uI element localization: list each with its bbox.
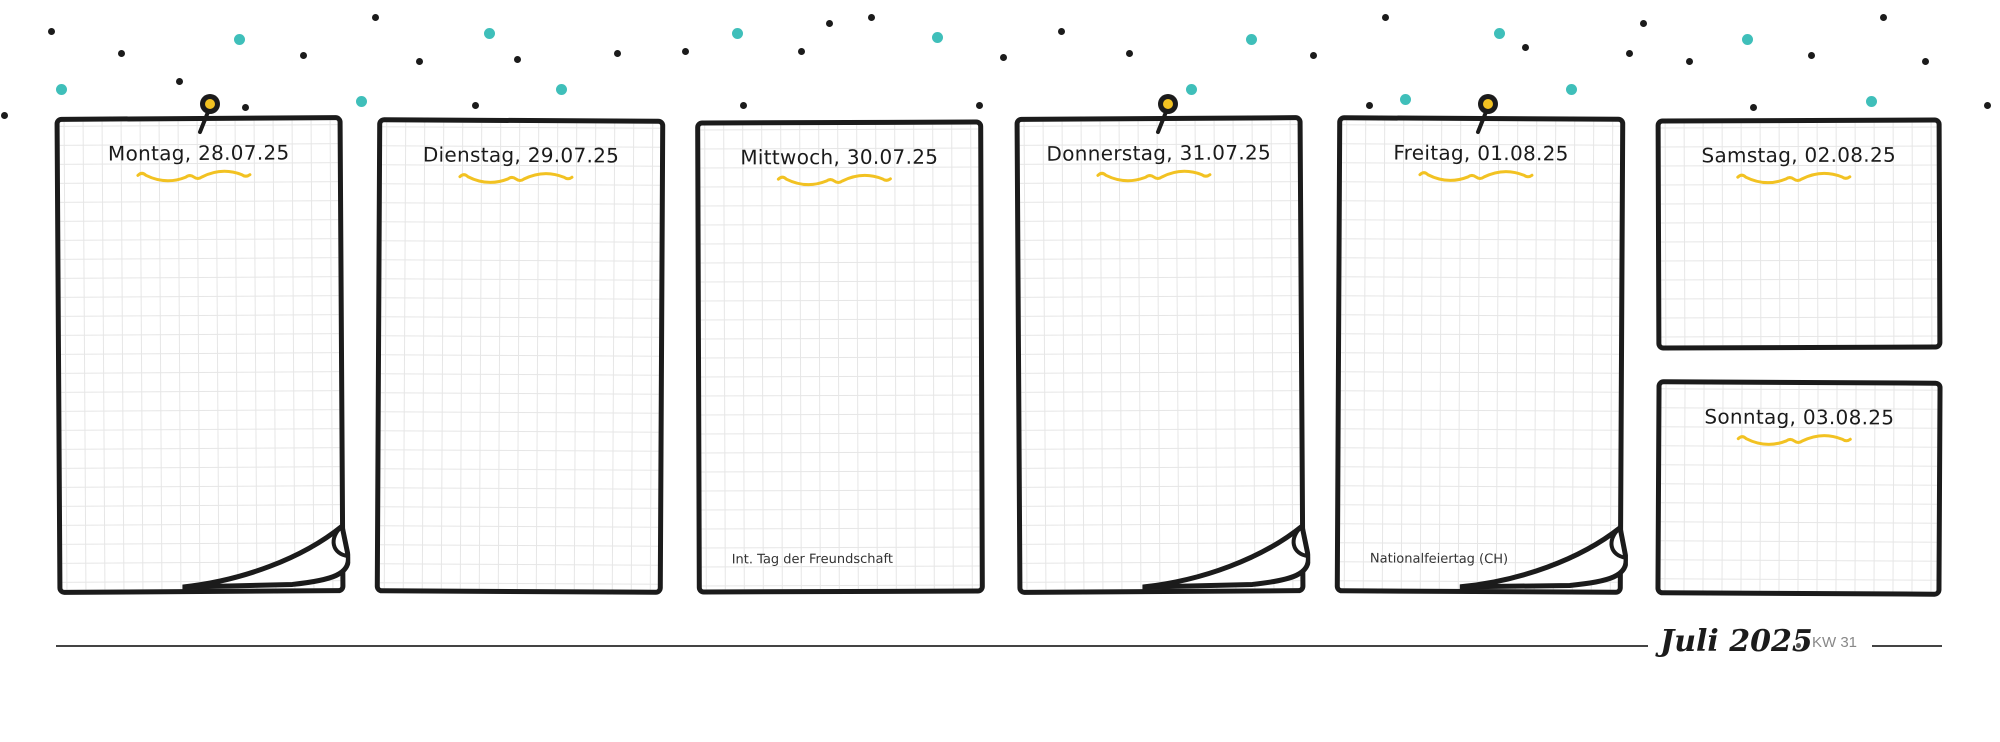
confetti-dot-icon [682, 48, 689, 55]
confetti-dot-icon [48, 28, 55, 35]
confetti-dot-icon [1984, 102, 1991, 109]
page-curl-icon [181, 523, 351, 590]
confetti-dot-icon [740, 102, 747, 109]
page-curl-icon [1459, 525, 1629, 590]
pin-icon [198, 94, 220, 134]
swash-icon [136, 169, 252, 183]
confetti-dot-icon [556, 84, 567, 95]
confetti-dot-icon [472, 102, 479, 109]
confetti-dot-icon [614, 50, 621, 57]
day-card-sunday[interactable]: Sonntag, 03.08.25 [1655, 379, 1943, 597]
day-title-thursday: Donnerstag, 31.07.25 [1046, 140, 1272, 166]
confetti-dot-icon [1808, 52, 1815, 59]
confetti-dot-icon [514, 56, 521, 63]
separator-dot [1796, 643, 1801, 648]
confetti-dot-icon [1880, 14, 1887, 21]
confetti-dot-icon [1750, 104, 1757, 111]
confetti-dot-icon [932, 32, 943, 43]
confetti-dot-icon [1522, 44, 1529, 51]
day-title-friday: Freitag, 01.08.25 [1393, 140, 1569, 166]
confetti-dot-icon [1, 112, 8, 119]
day-title-wednesday: Mittwoch, 30.07.25 [740, 144, 939, 170]
confetti-dot-icon [1186, 84, 1197, 95]
confetti-dot-icon [798, 48, 805, 55]
day-title-tuesday: Dienstag, 29.07.25 [422, 142, 620, 168]
confetti-dot-icon [242, 104, 249, 111]
day-card-wednesday[interactable]: Mittwoch, 30.07.25 Int. Tag der Freundsc… [695, 119, 985, 595]
month-label: Juli 2025 [1660, 624, 1813, 659]
day-title-saturday: Samstag, 02.08.25 [1701, 142, 1897, 168]
confetti-dot-icon [234, 34, 245, 45]
confetti-dot-icon [976, 102, 983, 109]
confetti-dot-icon [1382, 14, 1389, 21]
week-label: KW 31 [1812, 634, 1858, 651]
day-title-monday: Montag, 28.07.25 [107, 140, 290, 166]
swash-icon [776, 173, 892, 187]
confetti-dot-icon [1246, 34, 1257, 45]
pin-icon [1476, 94, 1498, 134]
day-card-saturday[interactable]: Samstag, 02.08.25 [1655, 117, 1943, 351]
swash-icon [458, 172, 574, 184]
day-card-tuesday[interactable]: Dienstag, 29.07.25 [374, 117, 666, 595]
day-card-thursday[interactable]: Donnerstag, 31.07.25 [1014, 115, 1311, 595]
confetti-dot-icon [1742, 34, 1753, 45]
confetti-dot-icon [1126, 50, 1133, 57]
footer-rule-left [56, 645, 1648, 647]
day-note-wednesday: Int. Tag der Freundschaft [731, 551, 893, 568]
confetti-dot-icon [356, 96, 367, 107]
day-card-friday[interactable]: Freitag, 01.08.25 Nationalfeiertag (CH) [1334, 115, 1629, 595]
confetti-dot-icon [300, 52, 307, 59]
confetti-dot-icon [1866, 96, 1877, 107]
confetti-dot-icon [1494, 28, 1505, 39]
confetti-dot-icon [1566, 84, 1577, 95]
confetti-dot-icon [868, 14, 875, 21]
page-curl-icon [1141, 523, 1311, 590]
confetti-dot-icon [1922, 58, 1929, 65]
confetti-dot-icon [1400, 94, 1411, 105]
confetti-dot-icon [416, 58, 423, 65]
swash-icon [1096, 169, 1212, 183]
confetti-dot-icon [1000, 54, 1007, 61]
swash-icon [1418, 170, 1534, 182]
confetti-dot-icon [1626, 50, 1633, 57]
confetti-dot-icon [176, 78, 183, 85]
swash-icon [1736, 434, 1852, 446]
confetti-dot-icon [1686, 58, 1693, 65]
confetti-dot-icon [372, 14, 379, 21]
confetti-dot-icon [1310, 52, 1317, 59]
confetti-dot-icon [826, 20, 833, 27]
footer-rule-right [1872, 645, 1942, 647]
confetti-dot-icon [118, 50, 125, 57]
confetti-dot-icon [1366, 102, 1373, 109]
swash-icon [1736, 171, 1852, 185]
day-title-sunday: Sonntag, 03.08.25 [1704, 404, 1895, 430]
pin-icon [1156, 94, 1178, 134]
confetti-dot-icon [732, 28, 743, 39]
day-card-monday[interactable]: Montag, 28.07.25 [54, 115, 351, 595]
confetti-dot-icon [484, 28, 495, 39]
confetti-dot-icon [1640, 20, 1647, 27]
confetti-dot-icon [56, 84, 67, 95]
confetti-dot-icon [1058, 28, 1065, 35]
